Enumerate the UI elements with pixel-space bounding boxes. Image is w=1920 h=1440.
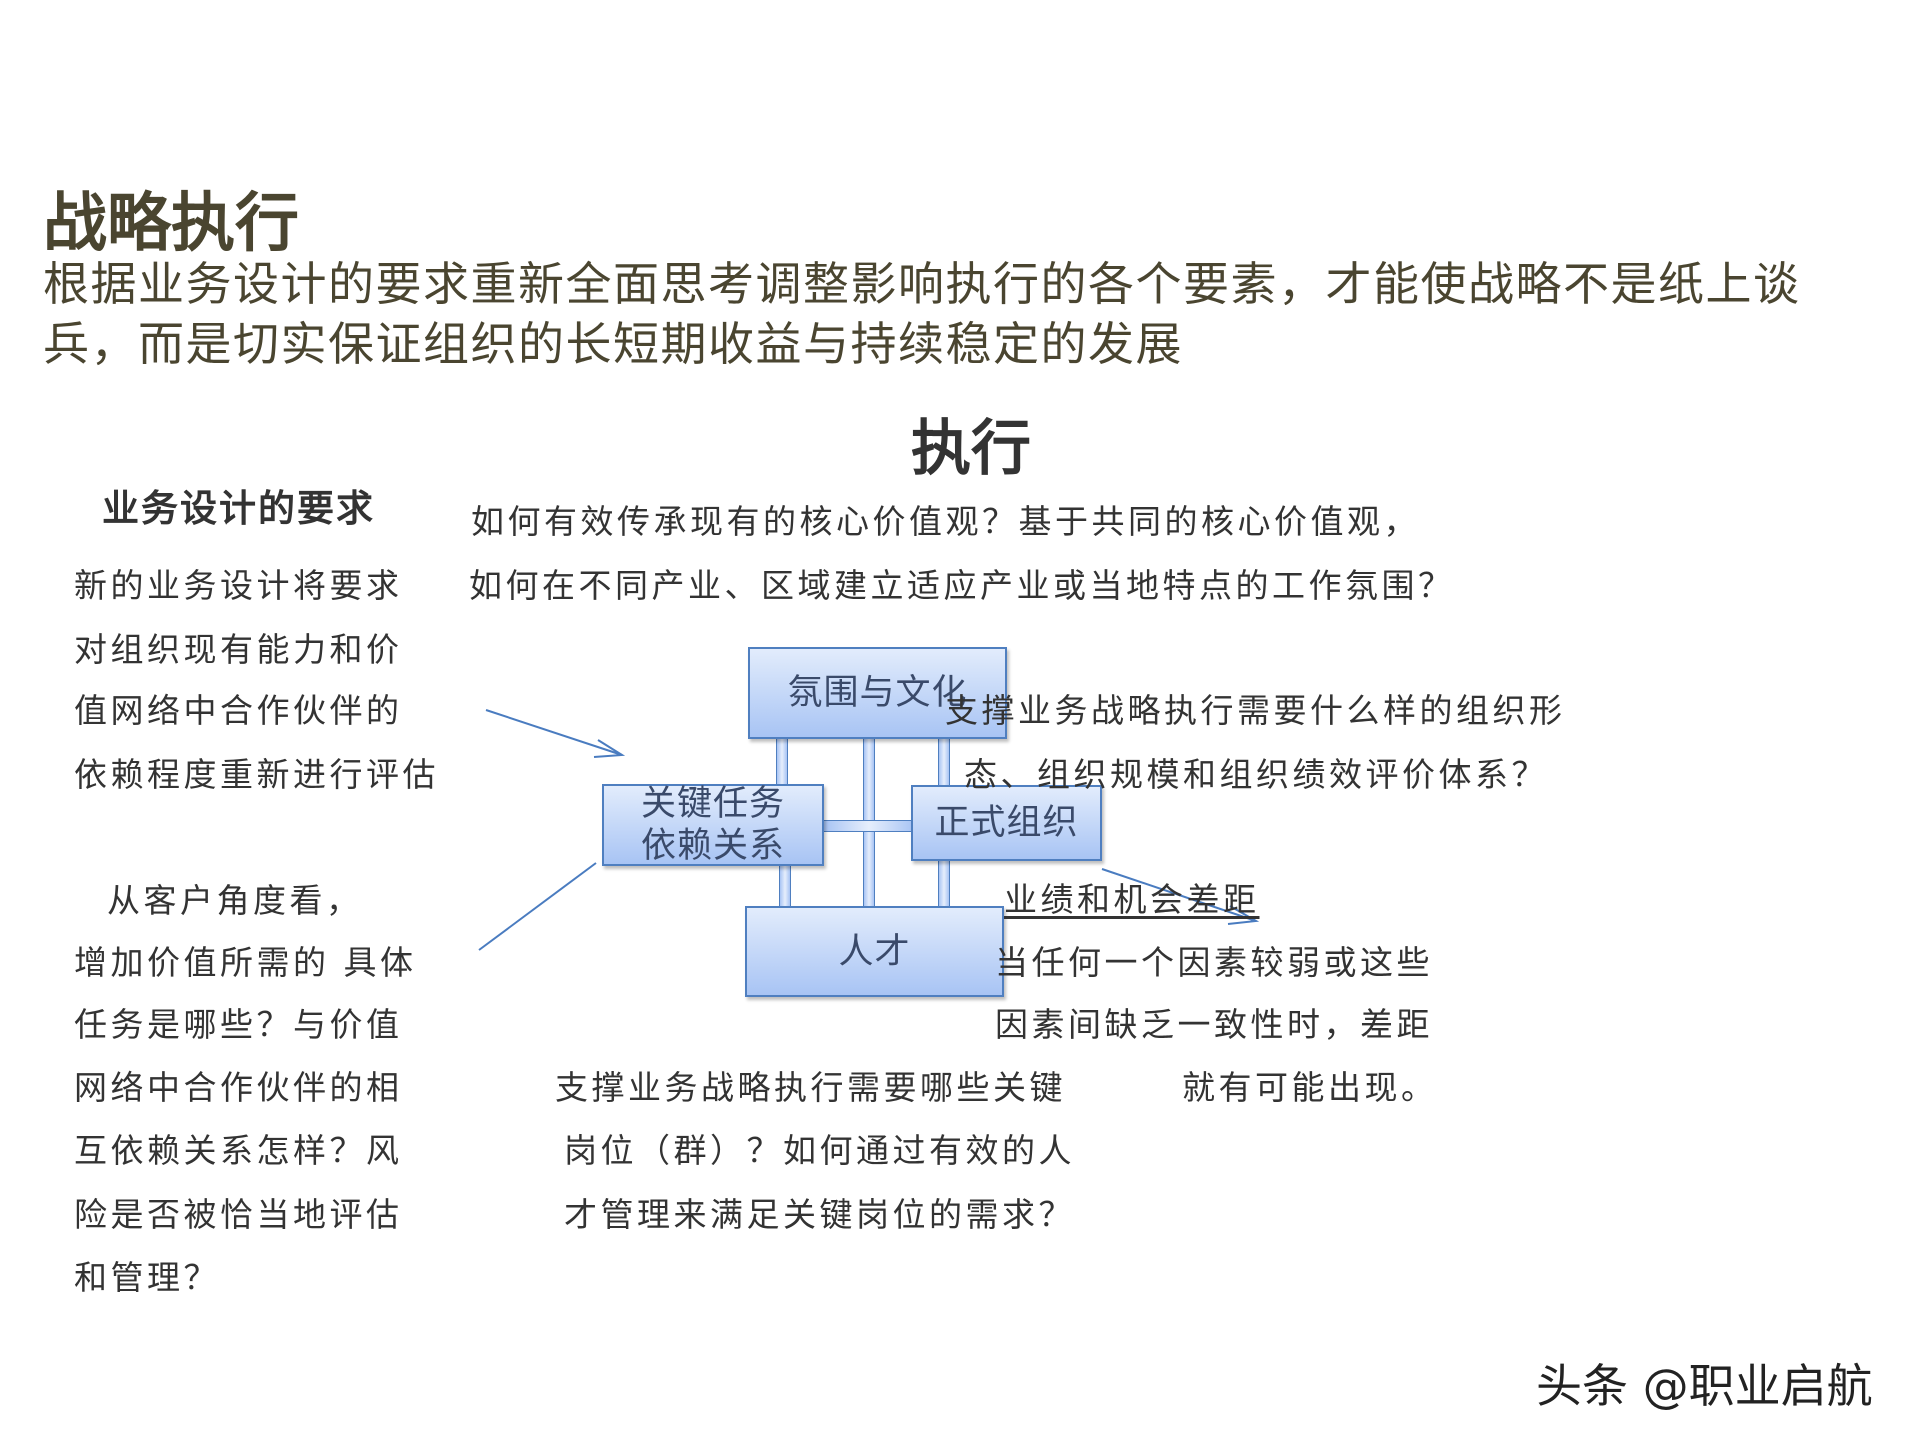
left-bottom-heading: 从客户角度看， [107,881,363,920]
bottom-mid-line: 才管理来满足关键岗位的需求？ [564,1195,1075,1234]
arrow-line [1101,868,1257,922]
top-mid-line: 如何有效传承现有的核心价值观？基于共同的核心价值观， [471,502,1420,541]
box-key-tasks: 关键任务依赖关系 [602,784,824,866]
bottom-mid-line: 岗位（群）？如何通过有效的人 [564,1131,1075,1170]
left-bottom-line: 网络中合作伙伴的相 [74,1068,403,1107]
center-title: 执行 [911,414,1031,484]
box-label: 氛围与文化 [787,673,968,713]
arrow-head-icon [1227,905,1260,925]
right-top-line: 支撑业务战略执行需要什么样的组织形 [945,691,1566,730]
box-label: 依赖关系 [640,826,785,866]
left-top-heading: 业务设计的要求 [102,487,375,530]
left-bottom-line: 和管理？ [74,1258,220,1297]
left-bottom-line: 任务是哪些？与价值 [74,1005,403,1044]
gap-line: 当任何一个因素较弱或这些 [995,943,1433,982]
arrow-line [478,862,597,951]
left-top-line: 依赖程度重新进行评估 [74,755,439,794]
top-mid-line: 如何在不同产业、区域建立适应产业或当地特点的工作氛围？ [469,566,1455,605]
box-talent: 人才 [745,906,1004,997]
watermark: 头条 @职业启航 [1536,1359,1873,1413]
subtitle-line-1: 根据业务设计的要求重新全面思考调整影响执行的各个要素，才能使战略不是纸上谈 [43,257,1801,311]
page-title: 战略执行 [43,187,299,261]
gap-line: 就有可能出现。 [1182,1068,1438,1107]
box-culture: 氛围与文化 [748,647,1007,739]
arrow-line [485,709,623,756]
arrow-head-icon [593,739,626,758]
left-bottom-line: 增加价值所需的 具体 [74,943,417,982]
right-top-line: 态、组织规模和组织绩效评价体系？ [964,755,1548,794]
gap-line: 因素间缺乏一致性时，差距 [995,1005,1433,1044]
box-formal-org: 正式组织 [911,785,1102,861]
left-bottom-line: 互依赖关系怎样？风 [74,1131,403,1170]
left-top-line: 对组织现有能力和价 [74,630,403,669]
box-label: 人才 [838,931,911,972]
left-top-line: 新的业务设计将要求 [74,566,403,605]
box-label: 正式组织 [934,803,1079,843]
gap-heading: 业绩和机会差距 [1004,880,1260,919]
subtitle-line-2: 兵，而是切实保证组织的长短期收益与持续稳定的发展 [43,317,1183,371]
box-label: 关键任务 [640,784,785,824]
left-bottom-line: 险是否被恰当地评估 [74,1195,403,1234]
bottom-mid-line: 支撑业务战略执行需要哪些关键 [555,1068,1066,1107]
left-top-line: 值网络中合作伙伴的 [74,691,403,730]
